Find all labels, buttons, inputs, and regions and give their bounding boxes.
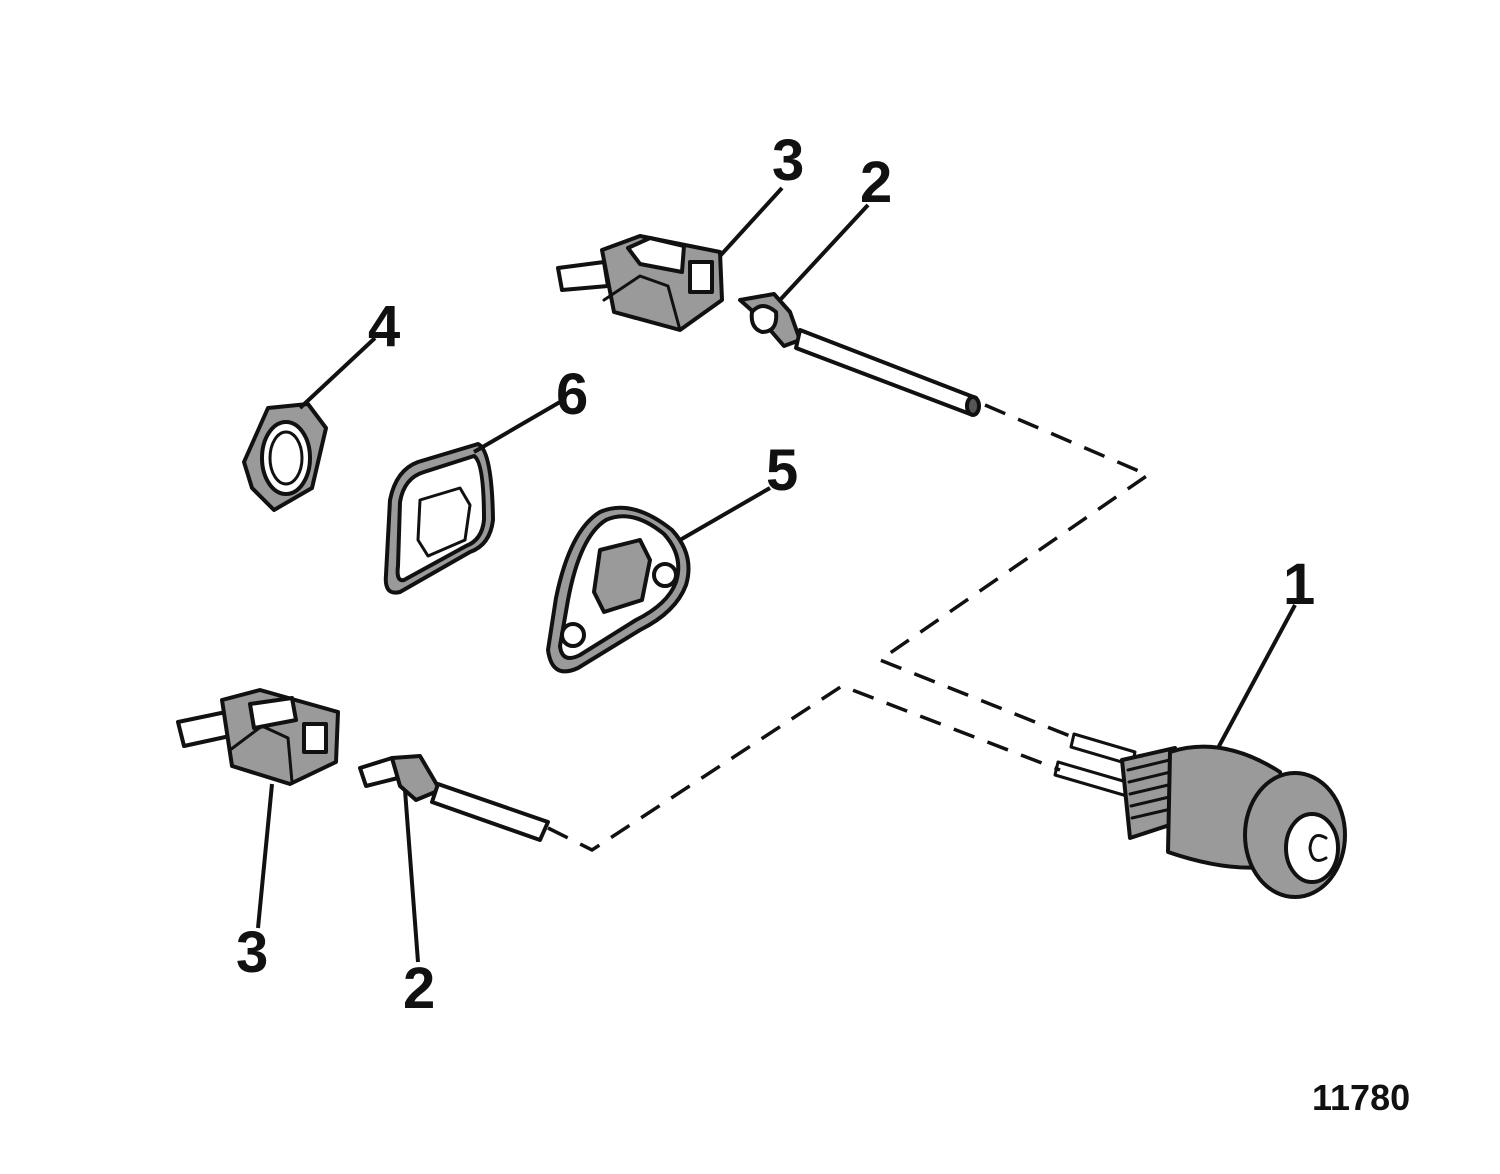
callout-3-bottom: 3: [236, 920, 268, 985]
dashed-wire-paths: [547, 403, 1152, 853]
wire-bottom: [430, 782, 550, 842]
leader-lines: [256, 186, 1297, 963]
callout-numbers: 1 2 3 4 6 5 3 2: [236, 128, 1315, 1021]
connector-housing-bottom: [176, 688, 340, 786]
callout-2-bottom: 2: [403, 956, 435, 1021]
leader-2-bottom: [403, 789, 420, 963]
gasket-center-cutout: [416, 486, 472, 558]
leader-2-top: [778, 203, 870, 302]
plate-hole-right: [652, 562, 678, 588]
terminal-bottom: [358, 754, 550, 842]
leader-3-top: [718, 186, 784, 258]
connector-housing-top: [556, 234, 724, 332]
mounting-plate: [546, 505, 691, 674]
figure-number: 11780: [1312, 1077, 1410, 1118]
callout-1: 1: [1283, 552, 1315, 617]
sender-unit: [1053, 732, 1347, 899]
terminal-top: [738, 292, 981, 417]
wire-top: [794, 328, 978, 416]
callout-5: 5: [766, 438, 798, 503]
callout-3-top: 3: [772, 128, 804, 193]
sender-prong-lower: [1053, 760, 1132, 798]
leader-6: [472, 400, 562, 454]
leader-5: [678, 486, 772, 542]
hex-nut: [242, 402, 328, 512]
callout-2-top: 2: [860, 150, 892, 215]
dashed-wire-top: [876, 403, 1152, 740]
callout-6: 6: [556, 362, 588, 427]
leader-1: [1216, 604, 1297, 749]
dashed-wire-bottom: [547, 684, 1061, 853]
leader-4: [298, 336, 377, 410]
plate-hole-left: [560, 622, 586, 648]
plate-center-cutout: [592, 538, 652, 614]
callout-4: 4: [368, 294, 400, 359]
leader-3-bottom: [256, 783, 274, 929]
gasket: [383, 442, 495, 595]
